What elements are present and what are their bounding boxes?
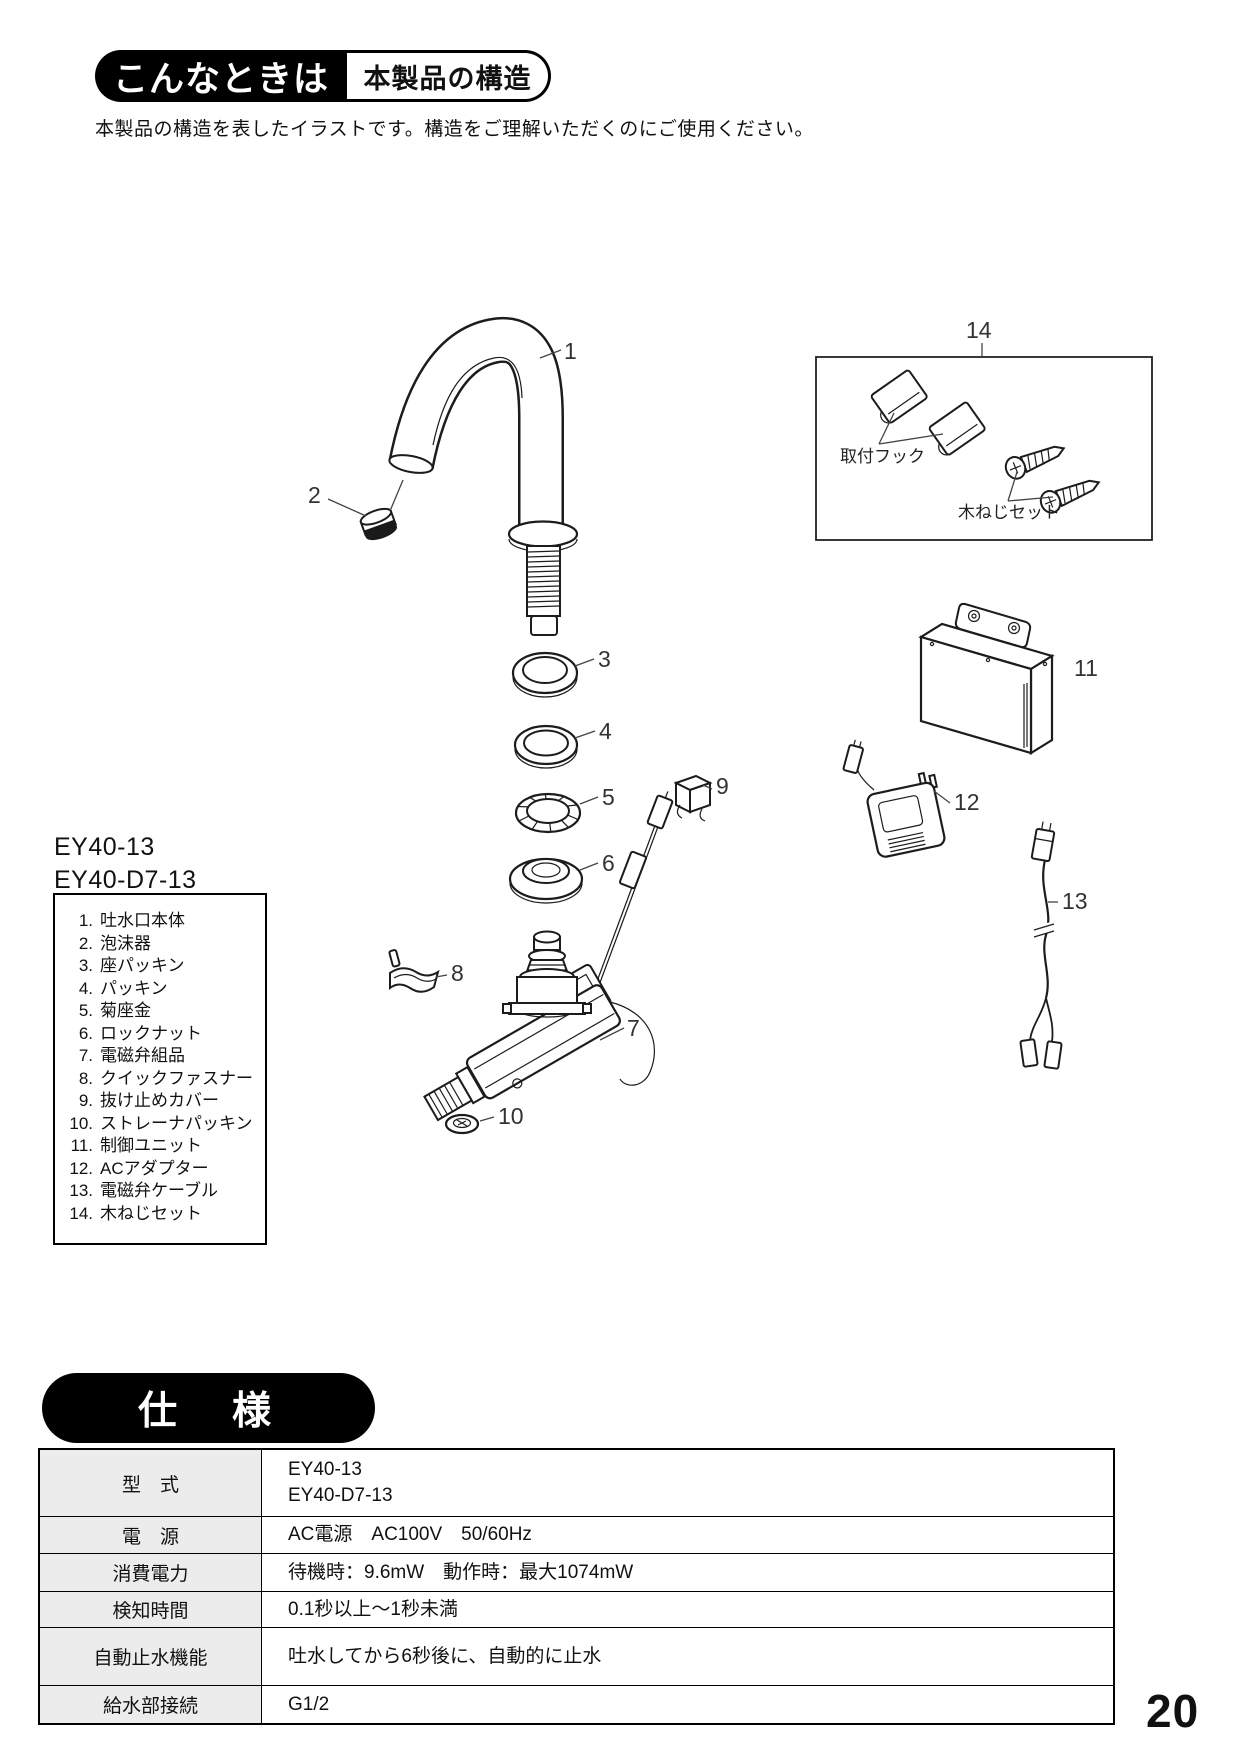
callout-line-5 xyxy=(579,796,599,805)
spec-row-detection: 検知時間 0.1秒以上～1秒未満 xyxy=(40,1591,1113,1627)
spec-value-line: 0.1秒以上～1秒未満 xyxy=(288,1598,458,1620)
callout-2: 2 xyxy=(308,482,321,508)
spec-row-power: 電 源 AC電源 AC100V 50/60Hz xyxy=(40,1516,1113,1553)
callout-line-2 xyxy=(327,498,367,517)
callout-12: 12 xyxy=(954,789,980,815)
spec-label: 消費電力 xyxy=(40,1554,262,1591)
page-number: 20 xyxy=(1146,1685,1200,1737)
section-header: こんなときは 本製品の構造 xyxy=(95,50,551,102)
spec-label: 電 源 xyxy=(40,1517,262,1553)
parts-list-item: 8.クイックファスナー xyxy=(78,1068,253,1088)
callout-line-1 xyxy=(539,349,562,359)
packing-part xyxy=(513,724,579,769)
solenoid-valve-part xyxy=(423,791,674,1122)
spec-heading: 仕 様 xyxy=(42,1373,375,1443)
callout-11: 11 xyxy=(1074,655,1098,681)
page-description: 本製品の構造を表したイラストです。構造をご理解いただくのにご使用ください。 xyxy=(95,119,814,140)
callout-line-4 xyxy=(574,730,596,739)
spec-label: 型 式 xyxy=(40,1450,262,1516)
spec-value-line: G1/2 xyxy=(288,1693,330,1715)
spec-label: 給水部接続 xyxy=(40,1686,262,1723)
spec-row-connection: 給水部接続 G1/2 xyxy=(40,1685,1113,1723)
exploded-diagram: 1 2 3 4 5 xyxy=(308,317,1153,1135)
spec-row-model: 型 式 EY40-13 EY40-D7-13 xyxy=(40,1450,1113,1516)
screw-kit-box: 取付フック 木ねじセット xyxy=(815,343,1153,541)
parts-list: 1.吐水口本体 2.泡沫器 3.座パッキン 4.パッキン 5.菊座金 6.ロック… xyxy=(53,893,267,1245)
hook-annotation: 取付フック xyxy=(840,447,925,466)
parts-list-item: 10.ストレーナパッキン xyxy=(69,1113,253,1133)
lock-nut-part xyxy=(508,857,584,904)
ac-adapter-part xyxy=(842,739,946,858)
callout-4: 4 xyxy=(599,718,612,744)
solenoid-cable-part xyxy=(1019,821,1063,1070)
callout-6: 6 xyxy=(602,850,615,876)
callout-10: 10 xyxy=(498,1103,524,1129)
spec-value-line: AC電源 AC100V 50/60Hz xyxy=(288,1524,532,1545)
parts-list-item: 3.座パッキン xyxy=(78,956,185,975)
callout-line-7 xyxy=(599,1027,625,1041)
parts-list-item: 6.ロックナット xyxy=(78,1023,202,1043)
parts-list-item: 13.電磁弁ケーブル xyxy=(69,1181,218,1200)
callout-9: 9 xyxy=(716,773,729,799)
wood-screw-icon xyxy=(1004,445,1066,480)
callout-line-8 xyxy=(435,974,448,978)
callout-1: 1 xyxy=(564,338,577,364)
header-tab-label: こんなときは xyxy=(95,50,347,102)
nozzle-aerator-line xyxy=(389,479,404,512)
header-section-title: 本製品の構造 xyxy=(347,50,551,102)
spec-label: 自動止水機能 xyxy=(40,1628,262,1685)
seat-packing-part xyxy=(511,651,579,698)
parts-list-item: 7.電磁弁組品 xyxy=(78,1046,185,1065)
callout-7: 7 xyxy=(627,1015,640,1041)
wood-screw-icon xyxy=(1039,479,1101,514)
parts-list-item: 4.パッキン xyxy=(78,978,168,998)
spec-table: 型 式 EY40-13 EY40-D7-13 電 源 AC電源 AC100V 5… xyxy=(38,1448,1115,1725)
parts-list-item: 2.泡沫器 xyxy=(78,933,151,953)
strainer-packing-part xyxy=(444,1113,480,1135)
retainer-cover-part xyxy=(673,774,713,822)
spec-label: 検知時間 xyxy=(40,1592,262,1627)
spout-body-part xyxy=(388,317,579,636)
spec-value-line: EY40-D7-13 xyxy=(288,1485,393,1506)
star-washer-part xyxy=(514,792,582,834)
parts-list-item: 9.抜け止めカバー xyxy=(78,1091,219,1110)
parts-list-item: 5.菊座金 xyxy=(78,1001,151,1020)
mounting-hook-icon xyxy=(870,369,928,424)
screws-annotation: 木ねじセット xyxy=(958,503,1060,522)
callout-line-3 xyxy=(574,658,595,667)
spec-value-line: EY40-13 xyxy=(288,1459,362,1480)
callout-5: 5 xyxy=(602,784,615,810)
parts-list-item: 1.吐水口本体 xyxy=(78,911,185,930)
callout-8: 8 xyxy=(451,960,464,986)
mounting-hook-icon xyxy=(928,401,986,456)
model-names: EY40-13 EY40-D7-13 xyxy=(54,831,197,897)
callout-13: 13 xyxy=(1062,888,1088,914)
model-name-2: EY40-D7-13 xyxy=(54,866,197,894)
quick-fastener-part xyxy=(388,949,440,993)
spec-value-line: 吐水してから6秒後に、自動的に止水 xyxy=(288,1645,602,1667)
control-unit-part xyxy=(918,602,1055,755)
callout-line-10 xyxy=(479,1116,495,1122)
spec-row-autostop: 自動止水機能 吐水してから6秒後に、自動的に止水 xyxy=(40,1627,1113,1685)
callout-line-9 xyxy=(702,784,713,790)
parts-list-item: 12.ACアダプター xyxy=(69,1158,209,1178)
callout-3: 3 xyxy=(598,646,611,672)
callout-line-12 xyxy=(933,790,951,804)
spec-value-line: 待機時：9.6mW 動作時：最大1074mW xyxy=(288,1561,634,1583)
parts-list-item: 11.制御ユニット xyxy=(70,1136,202,1155)
model-name-1: EY40-13 xyxy=(54,833,155,861)
callout-line-6 xyxy=(579,862,599,871)
aerator-part xyxy=(359,507,398,541)
spec-row-consumption: 消費電力 待機時：9.6mW 動作時：最大1074mW xyxy=(40,1553,1113,1591)
parts-list-item: 14.木ねじセット xyxy=(69,1203,202,1223)
callout-14: 14 xyxy=(966,317,992,343)
